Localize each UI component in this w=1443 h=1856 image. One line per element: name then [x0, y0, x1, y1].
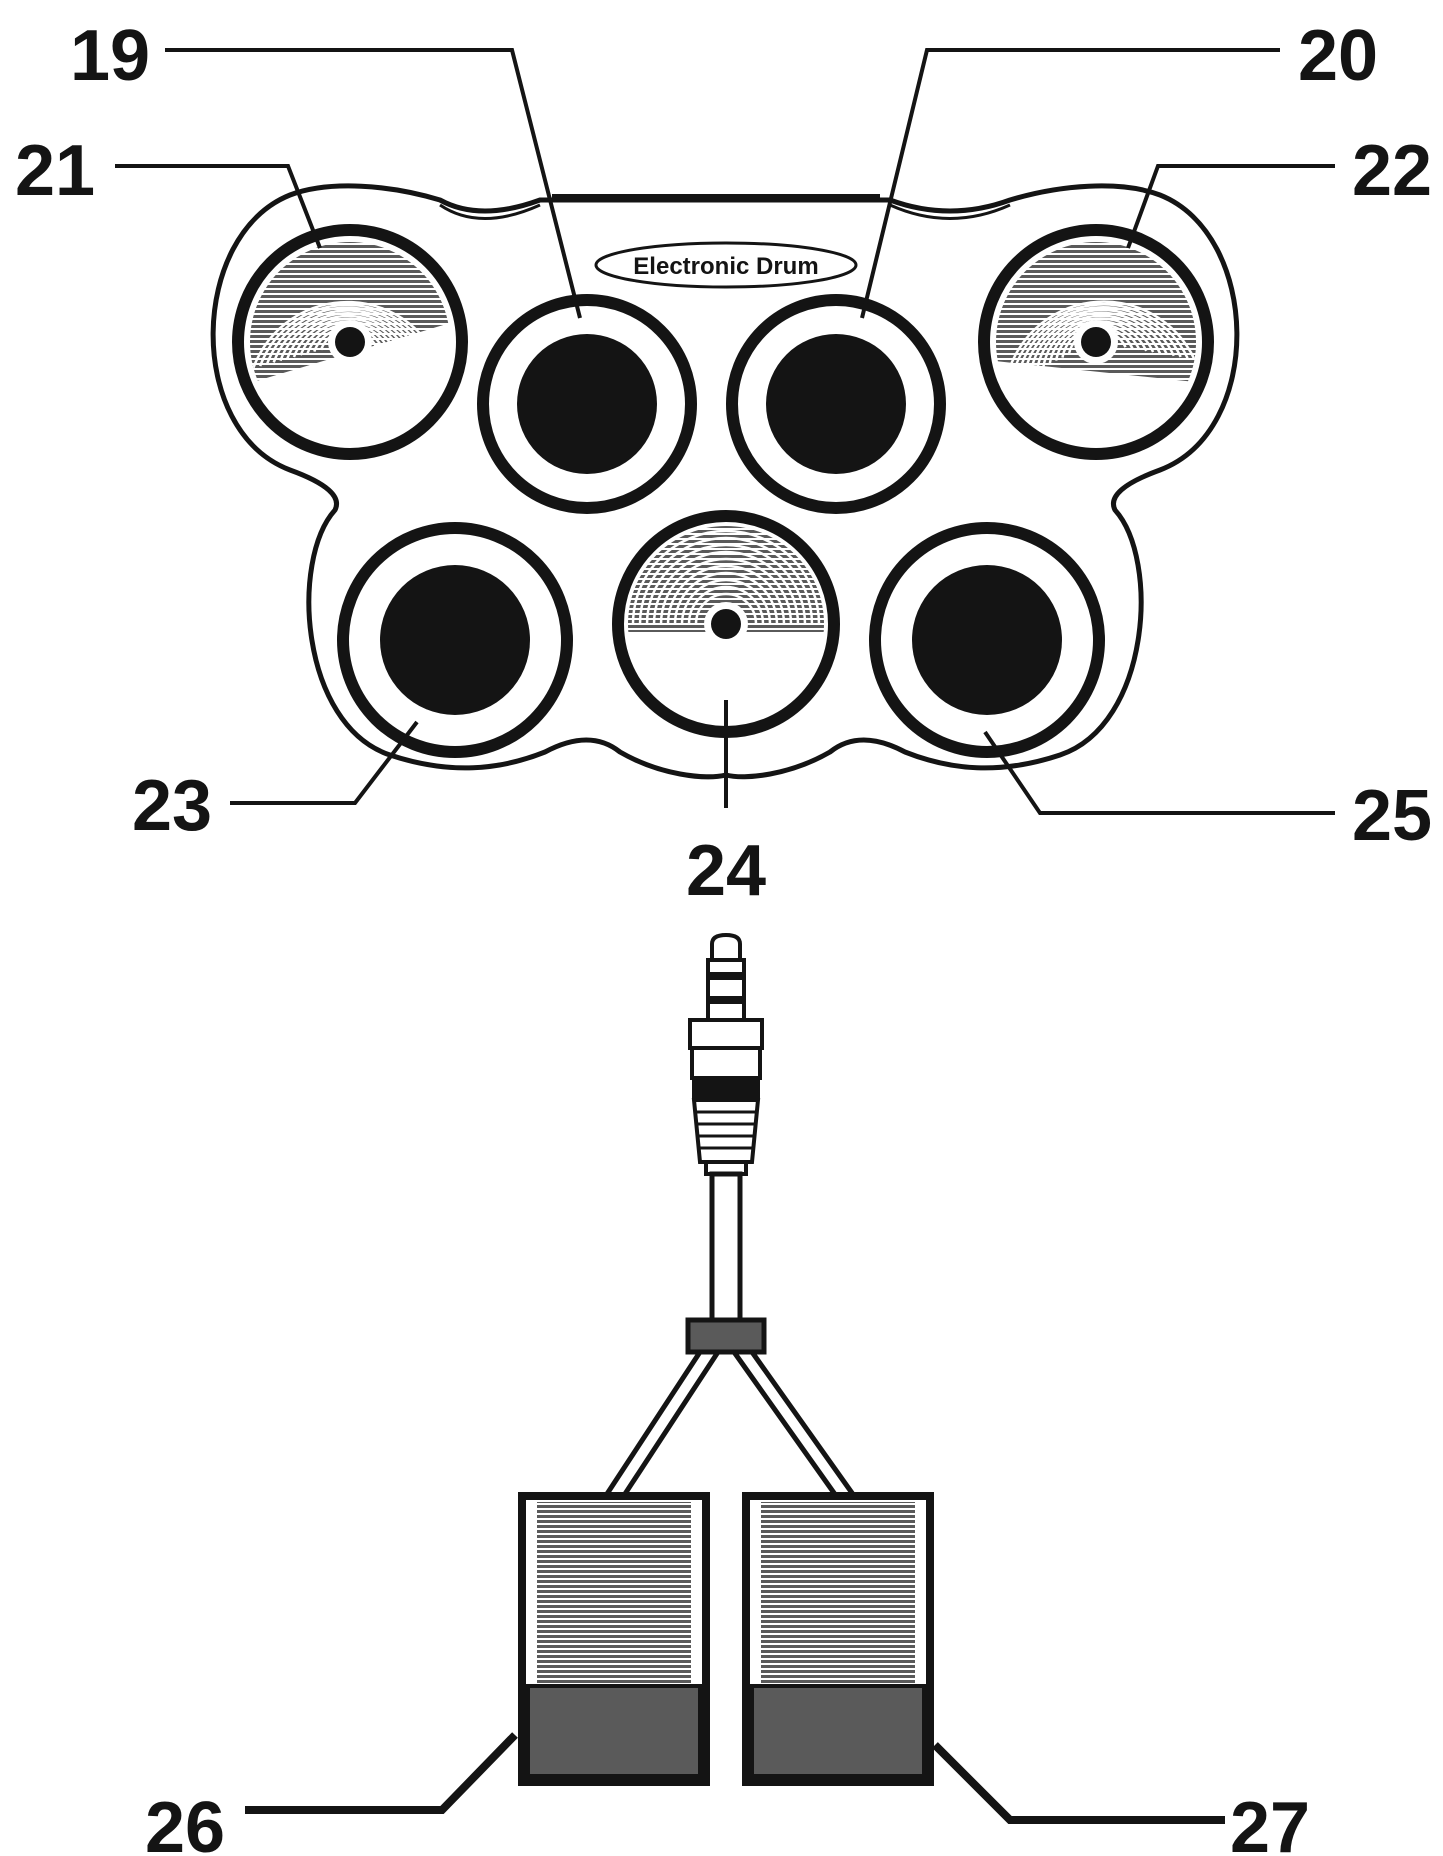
callout-leaders — [115, 48, 1335, 815]
cymbal-ring — [673, 571, 779, 625]
callout-25: 25 — [1352, 776, 1432, 856]
drum-pad-25 — [869, 522, 1105, 758]
cymbal-ring — [659, 557, 793, 625]
cymbal-ring — [279, 312, 419, 367]
audio-plug — [688, 932, 764, 1176]
leader-20 — [860, 48, 1280, 319]
leader-25 — [983, 730, 1335, 815]
pedal-26 — [518, 1492, 710, 1786]
leader-19 — [165, 48, 582, 319]
cymbal-pad-21 — [232, 224, 468, 460]
pedal-cable — [600, 1171, 860, 1503]
brand-label-text: Electronic Drum — [633, 253, 818, 280]
cymbal-pad-24 — [612, 510, 840, 738]
cymbal-ring — [1004, 300, 1196, 385]
cymbal-ring — [645, 543, 807, 625]
pedal-27 — [742, 1492, 934, 1786]
callout-numbers: 19 20 21 22 23 24 25 26 27 — [15, 16, 1432, 1856]
callout-27: 27 — [1230, 1788, 1310, 1856]
cymbal-ring — [680, 578, 772, 625]
cymbal-ring — [292, 317, 406, 363]
callout-19: 19 — [70, 16, 150, 96]
cymbal-pad-22 — [978, 224, 1214, 460]
leader-22 — [1126, 164, 1335, 249]
cymbal-ring — [1010, 303, 1189, 382]
leader-23 — [230, 720, 419, 805]
cymbal-ring — [652, 550, 800, 625]
cymbal-ring — [286, 314, 413, 365]
drum-pad-19 — [477, 294, 697, 514]
callout-20: 20 — [1298, 16, 1378, 96]
cymbal-ring — [1023, 308, 1175, 376]
callout-21: 21 — [15, 131, 95, 211]
cymbal-ring — [694, 592, 758, 625]
leader-27 — [932, 1742, 1225, 1824]
cymbal-pad-22-rings — [1004, 300, 1196, 385]
cymbal-ring — [265, 306, 433, 372]
cymbal-ring — [252, 300, 446, 377]
cymbal-ring — [687, 585, 765, 625]
cymbal-ring — [666, 564, 786, 625]
cymbal-pad-21-rings — [252, 300, 446, 377]
brand-label: Electronic Drum — [594, 241, 858, 289]
leader-26 — [245, 1732, 518, 1814]
leader-21 — [115, 164, 322, 249]
cymbal-ring — [1035, 314, 1162, 370]
cymbal-ring — [1042, 317, 1155, 367]
drum-pad-20 — [726, 294, 946, 514]
callout-22: 22 — [1352, 131, 1432, 211]
cymbal-ring — [638, 536, 814, 625]
cymbal-ring — [631, 529, 821, 625]
callout-23: 23 — [132, 766, 212, 846]
drum-pad-23 — [337, 522, 573, 758]
callout-26: 26 — [145, 1788, 225, 1856]
callout-24: 24 — [686, 831, 766, 911]
cymbal-ring — [272, 309, 426, 370]
cymbal-ring — [1016, 306, 1182, 379]
cymbal-ring — [1029, 311, 1169, 373]
cymbal-ring — [258, 303, 439, 375]
